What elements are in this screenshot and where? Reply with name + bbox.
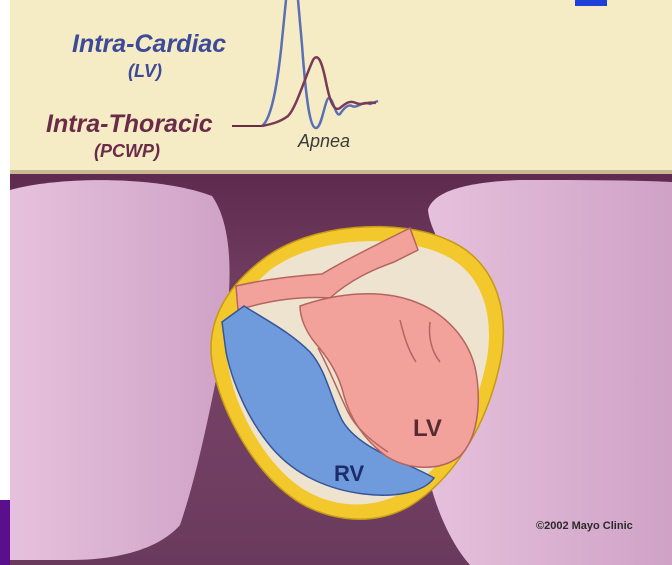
title-fragment	[575, 0, 607, 6]
copyright-notice: ©2002 Mayo Clinic	[536, 520, 633, 532]
side-bar	[0, 500, 10, 565]
lv-label: LV	[413, 415, 442, 443]
apnea-label: Apnea	[298, 131, 350, 152]
rv-label: RV	[334, 461, 364, 487]
intra-thoracic-label: Intra-Thoracic	[46, 110, 213, 139]
intra-cardiac-label: Intra-Cardiac	[72, 30, 226, 59]
intra-cardiac-sublabel: (LV)	[128, 61, 162, 82]
panel-divider	[10, 170, 672, 174]
intra-thoracic-sublabel: (PCWP)	[94, 141, 160, 162]
